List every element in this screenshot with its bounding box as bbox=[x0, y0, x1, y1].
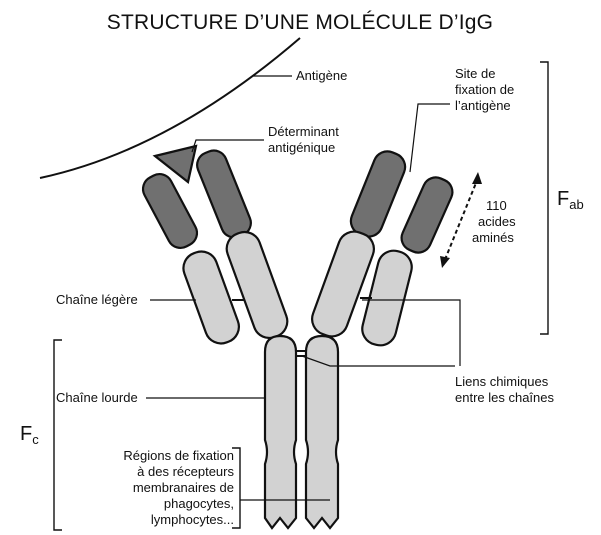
heavy-chain-label: Chaîne lourde bbox=[56, 390, 138, 405]
amino-acids-arrowhead-bottom bbox=[440, 256, 450, 268]
receptor-label-line5: lymphocytes... bbox=[151, 512, 234, 527]
amino-acids-label-line3: aminés bbox=[472, 230, 514, 245]
determinant-label-line1: Déterminant bbox=[268, 124, 339, 139]
light-chain-label: Chaîne légère bbox=[56, 292, 138, 307]
diagram-title: STRUCTURE D’UNE MOLÉCULE D’IgG bbox=[107, 11, 493, 34]
amino-acids-arrowhead-top bbox=[472, 172, 482, 184]
bonds-label-line2: entre les chaînes bbox=[455, 390, 555, 405]
fab-bracket bbox=[540, 62, 548, 334]
amino-acids-label-line2: acides bbox=[478, 214, 516, 229]
fc-bracket bbox=[54, 340, 62, 530]
receptor-label-line3: membranaires de bbox=[133, 480, 234, 495]
receptor-label-line2: à des récepteurs bbox=[137, 464, 234, 479]
bonds-label-line1: Liens chimiques bbox=[455, 374, 549, 389]
fab-label: Fab bbox=[557, 188, 584, 212]
left-light-chain-variable bbox=[138, 170, 201, 253]
binding-site-label-line2: fixation de bbox=[455, 82, 514, 97]
determinant-leader bbox=[192, 140, 264, 152]
right-heavy-chain-variable bbox=[347, 147, 410, 241]
binding-site-leader bbox=[410, 104, 450, 172]
binding-site-label-line3: l’antigène bbox=[455, 98, 511, 113]
right-light-chain-variable bbox=[397, 173, 456, 256]
receptor-label-line1: Régions de fixation bbox=[123, 448, 234, 463]
binding-site-label-line1: Site de bbox=[455, 66, 495, 81]
antigen-label: Antigène bbox=[296, 68, 347, 83]
fc-label: Fc bbox=[20, 423, 39, 447]
right-heavy-chain-fc bbox=[306, 336, 338, 528]
determinant-label-line2: antigénique bbox=[268, 140, 335, 155]
left-heavy-chain-variable bbox=[193, 147, 255, 242]
left-heavy-chain-fc bbox=[265, 336, 296, 528]
amino-acids-label-line1: 110 bbox=[486, 198, 507, 213]
receptor-label-line4: phagocytes, bbox=[164, 496, 234, 511]
